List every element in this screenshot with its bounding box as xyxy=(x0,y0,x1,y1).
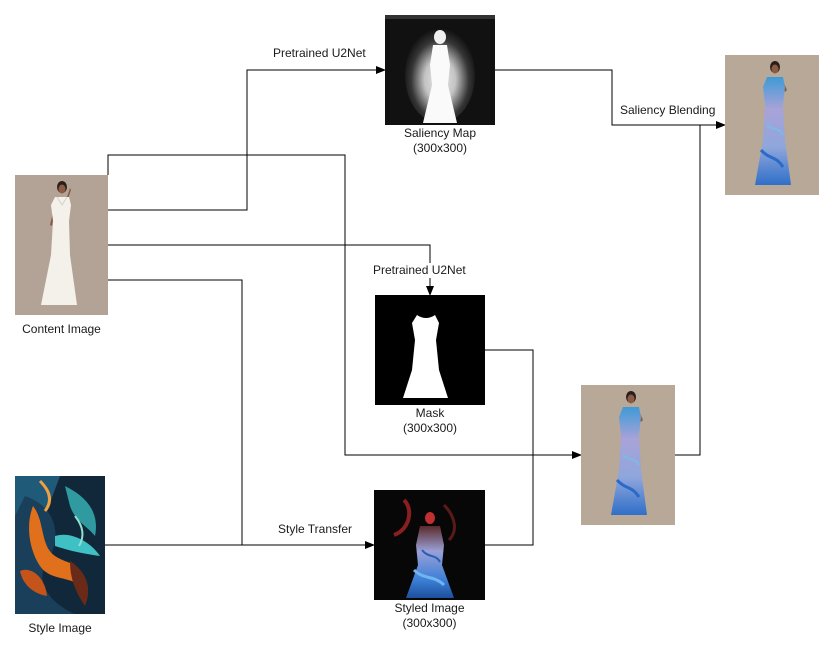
styled-image-caption-line1: Styled Image xyxy=(394,601,465,615)
saliency-map-caption-line2: (300x300) xyxy=(412,141,468,155)
mask-image xyxy=(375,295,485,405)
edge-content-to-saliency xyxy=(108,66,386,211)
saliency-map-caption-line1: Saliency Map xyxy=(403,126,477,140)
mask-caption-line1: Mask xyxy=(415,406,445,420)
blended-result-image xyxy=(581,385,675,525)
saliency-map-image xyxy=(385,15,495,125)
content-image xyxy=(15,175,108,315)
edge-label-style-transfer: Style Transfer xyxy=(278,522,353,537)
edge-blended-to-final xyxy=(675,125,701,456)
styled-image-caption-line2: (300x300) xyxy=(402,616,457,630)
edge-content-to-mask xyxy=(108,244,434,296)
edge-label-pretrained-u2net-mask: Pretrained U2Net xyxy=(373,263,466,278)
edge-content-to-styled xyxy=(108,279,243,545)
mask-caption: Mask (300x300) xyxy=(365,406,495,436)
connectors xyxy=(105,66,726,549)
style-image xyxy=(15,476,105,614)
edge-saliency-to-final xyxy=(495,69,726,129)
saliency-map-caption: Saliency Map (300x300) xyxy=(375,126,505,156)
styled-image xyxy=(374,490,485,600)
edge-label-pretrained-u2net-saliency: Pretrained U2Net xyxy=(273,46,366,61)
mask-caption-line2: (300x300) xyxy=(402,421,458,435)
edge-label-saliency-blending: Saliency Blending xyxy=(620,103,716,118)
style-image-caption: Style Image xyxy=(28,621,92,635)
final-result-image xyxy=(725,55,819,195)
content-image-caption: Content Image xyxy=(22,322,101,336)
edge-mask-to-merge xyxy=(485,349,534,546)
edge-content-to-blended xyxy=(107,154,582,459)
styled-image-caption: Styled Image (300x300) xyxy=(364,601,495,631)
